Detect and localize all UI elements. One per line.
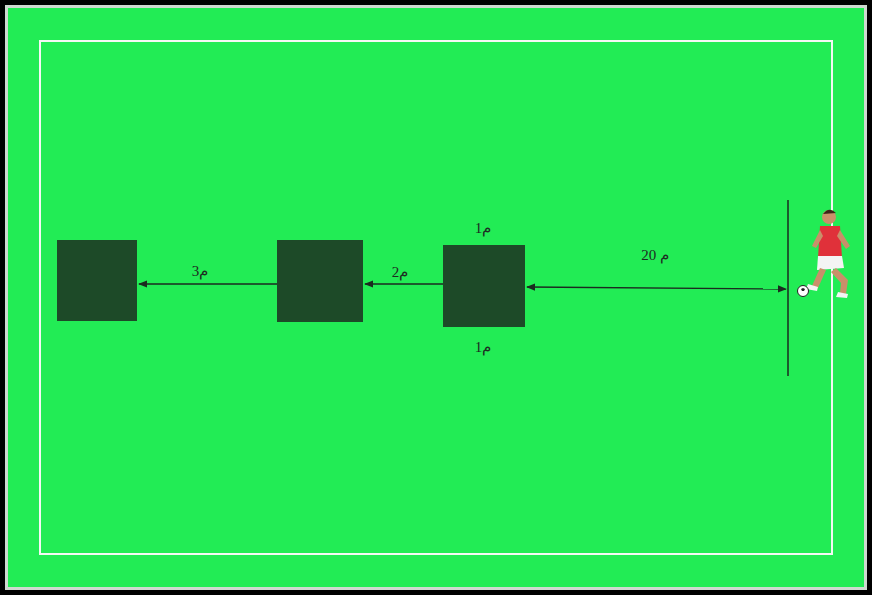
distance-arrow — [527, 287, 786, 289]
grass-field — [8, 8, 864, 587]
target-square — [277, 240, 363, 322]
distance-arrow — [139, 283, 277, 284]
distance-label: 3م — [190, 263, 211, 280]
distance-label: 20 م — [639, 247, 671, 264]
frame-gap — [5, 5, 867, 590]
target-square — [57, 240, 137, 321]
field-boundary — [40, 41, 832, 554]
dimension-label: 1م — [473, 339, 494, 356]
target-square — [443, 245, 525, 327]
player-figure — [798, 210, 851, 298]
dimension-label: 1م — [473, 220, 494, 237]
distance-label: 2م — [390, 264, 411, 281]
start-line — [787, 200, 789, 376]
distance-arrow — [365, 283, 443, 284]
